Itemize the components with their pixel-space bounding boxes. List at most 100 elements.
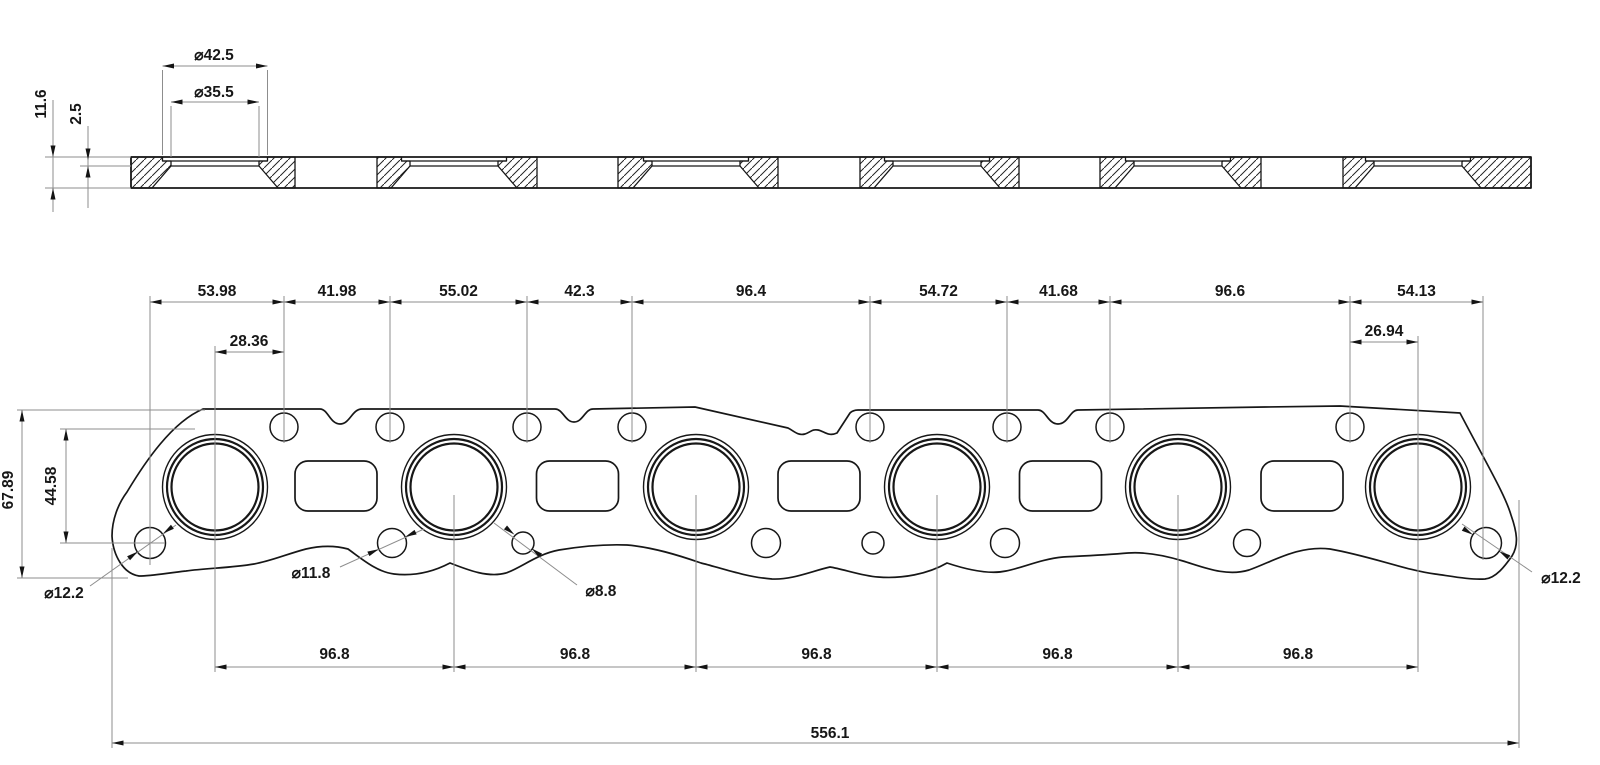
lower-bolt-hole bbox=[1469, 526, 1503, 560]
dim-arrowhead bbox=[1507, 740, 1519, 746]
dim-arrowhead bbox=[531, 548, 543, 558]
dim-arrowhead bbox=[1350, 339, 1362, 345]
section-view bbox=[130, 156, 1532, 189]
dim-arrowhead bbox=[620, 299, 632, 305]
dim-arrowhead bbox=[284, 299, 296, 305]
dim-arrowhead bbox=[215, 664, 227, 670]
dim-label-top-5: 54.72 bbox=[919, 283, 958, 300]
window-cutout bbox=[535, 460, 620, 512]
lower-bolt-hole bbox=[861, 531, 885, 555]
dim-arrowhead bbox=[515, 299, 527, 305]
dim-label-bore-diameter: ⌀35.5 bbox=[194, 84, 234, 101]
dim-label-top-4: 96.4 bbox=[736, 283, 767, 300]
dim-arrowhead bbox=[1338, 299, 1350, 305]
hole-callout-lower-small: ⌀8.8 bbox=[586, 583, 617, 600]
dim-label-top-8: 54.13 bbox=[1397, 283, 1436, 300]
dim-arrowhead bbox=[85, 166, 91, 178]
dim-arrowhead bbox=[162, 63, 174, 69]
extension-line-layer bbox=[17, 70, 1520, 748]
dim-arrowhead bbox=[247, 99, 259, 105]
dim-arrowhead bbox=[112, 740, 124, 746]
dim-label-hole-row-offset: 44.58 bbox=[43, 466, 60, 505]
hatch-block bbox=[258, 156, 296, 189]
dim-label-spacing-2: 96.8 bbox=[801, 646, 832, 663]
dim-arrowhead bbox=[63, 429, 69, 441]
hatch-block bbox=[1461, 156, 1532, 189]
dim-arrowhead bbox=[1350, 299, 1362, 305]
dim-arrowhead bbox=[150, 299, 162, 305]
dim-arrowhead bbox=[85, 148, 91, 160]
lower-bolt-hole bbox=[989, 527, 1021, 559]
dim-arrowhead bbox=[632, 299, 644, 305]
dim-arrowhead bbox=[50, 145, 56, 157]
dim-label-overall-thickness: 11.6 bbox=[33, 89, 50, 119]
leader-line bbox=[1461, 523, 1533, 573]
hatch-block bbox=[497, 156, 538, 189]
hatch-block bbox=[859, 156, 894, 189]
dim-arrowhead bbox=[171, 99, 183, 105]
dim-arrowhead bbox=[1499, 551, 1511, 560]
hatch-block bbox=[739, 156, 779, 189]
window-cutout bbox=[1260, 460, 1344, 512]
dim-arrowhead bbox=[50, 188, 56, 200]
leader-line bbox=[493, 522, 578, 586]
dim-label-offset-left: 28.36 bbox=[230, 333, 269, 350]
dim-arrowhead bbox=[1178, 664, 1190, 670]
hole-callout-left-end: ⌀12.2 bbox=[44, 585, 84, 602]
dim-arrowhead bbox=[858, 299, 870, 305]
dim-arrowhead bbox=[272, 299, 284, 305]
hatch-block bbox=[1221, 156, 1262, 189]
window-cutout bbox=[1018, 460, 1103, 512]
dim-arrowhead bbox=[256, 63, 268, 69]
dim-arrowhead bbox=[995, 299, 1007, 305]
dim-label-spacing-3: 96.8 bbox=[1042, 646, 1073, 663]
dim-arrowhead bbox=[1110, 299, 1122, 305]
hatch-block bbox=[1342, 156, 1375, 189]
dim-arrowhead bbox=[367, 549, 379, 557]
window-cutout bbox=[777, 460, 861, 512]
dim-label-overall-height: 67.89 bbox=[0, 470, 17, 509]
dim-label-offset-right: 26.94 bbox=[1365, 323, 1404, 340]
dim-arrowhead bbox=[1461, 526, 1473, 535]
window-cutout bbox=[294, 460, 378, 512]
dim-arrowhead bbox=[1007, 299, 1019, 305]
dim-label-top-6: 41.68 bbox=[1039, 283, 1078, 300]
dim-arrowhead bbox=[937, 664, 949, 670]
hole-callout-lower-large: ⌀11.8 bbox=[292, 565, 331, 582]
lower-bolt-hole bbox=[511, 531, 535, 555]
dim-arrowhead bbox=[19, 566, 25, 578]
dim-label-top-1: 41.98 bbox=[318, 283, 357, 300]
dim-arrowhead bbox=[696, 664, 708, 670]
dim-arrowhead bbox=[215, 349, 227, 355]
dim-label-spacing-4: 96.8 bbox=[1283, 646, 1314, 663]
dim-label-top-3: 42.3 bbox=[564, 283, 595, 300]
dim-label-spacing-1: 96.8 bbox=[560, 646, 591, 663]
dim-arrowhead bbox=[527, 299, 539, 305]
dim-arrowhead bbox=[127, 551, 138, 561]
dim-arrowhead bbox=[405, 529, 417, 537]
lower-bolt-hole bbox=[1232, 528, 1262, 558]
hatch-block bbox=[376, 156, 411, 189]
section-strip-outline bbox=[130, 156, 1532, 189]
plan-view bbox=[111, 405, 1518, 581]
dim-label-lip-thickness: 2.5 bbox=[68, 103, 85, 125]
dim-label-top-2: 55.02 bbox=[439, 283, 478, 300]
hatch-block bbox=[617, 156, 653, 189]
dim-arrowhead bbox=[503, 525, 515, 535]
dim-arrowhead bbox=[63, 531, 69, 543]
dim-arrowhead bbox=[390, 299, 402, 305]
hole-callout-right-end: ⌀12.2 bbox=[1541, 570, 1581, 587]
dim-arrowhead bbox=[870, 299, 882, 305]
dim-label-top-0: 53.98 bbox=[198, 283, 237, 300]
lower-bolt-hole bbox=[750, 527, 782, 559]
dim-arrowhead bbox=[1166, 664, 1178, 670]
hatch-block bbox=[1099, 156, 1135, 189]
dim-arrowhead bbox=[454, 664, 466, 670]
hatch-block bbox=[130, 156, 172, 189]
dimension-line-layer bbox=[19, 63, 1533, 746]
gasket-outline bbox=[111, 405, 1518, 581]
dim-arrowhead bbox=[1471, 299, 1483, 305]
